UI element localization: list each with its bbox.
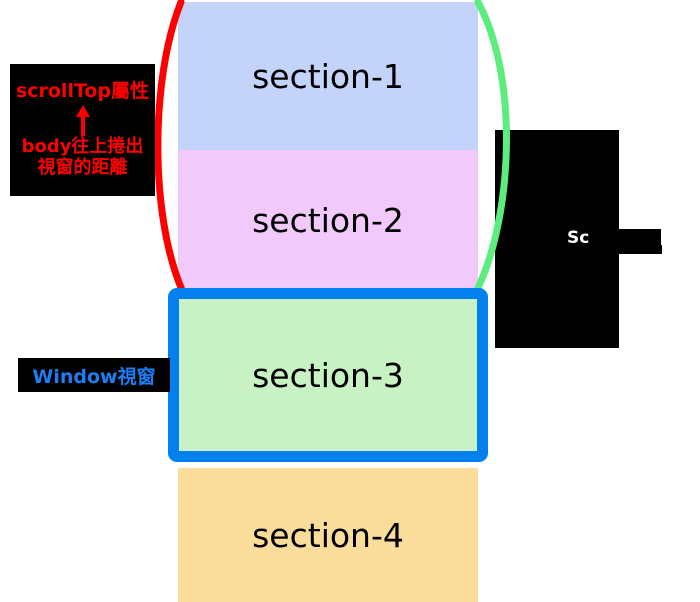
section-4-block: section-4: [178, 468, 478, 602]
right-annotation-label: Sc: [567, 228, 590, 248]
section-2-block: section-2: [178, 150, 478, 290]
section-3-block: section-3: [168, 288, 488, 462]
section-1-block: section-1: [178, 2, 478, 150]
section-1-label: section-1: [252, 56, 404, 96]
window-viewport-box: [168, 288, 488, 462]
scrolltop-desc-line2: 視窗的距離: [37, 156, 128, 178]
scrolltop-desc-line1: body往上捲出: [21, 136, 144, 158]
right-label-occluder-secondary: [567, 245, 662, 254]
up-arrow-icon: [14, 103, 151, 137]
window-label: Window視窗: [32, 365, 156, 388]
section-3-label: section-3: [252, 355, 404, 395]
right-label-occluder: [589, 229, 661, 246]
section-4-label: section-4: [252, 515, 404, 555]
scrolltop-title: scrollTop屬性: [15, 80, 150, 103]
section-2-label: section-2: [252, 200, 404, 240]
window-annotation-plate: Window視窗: [18, 358, 170, 392]
scrolltop-annotation-plate: scrollTop屬性 body往上捲出 視窗的距離: [10, 64, 155, 196]
